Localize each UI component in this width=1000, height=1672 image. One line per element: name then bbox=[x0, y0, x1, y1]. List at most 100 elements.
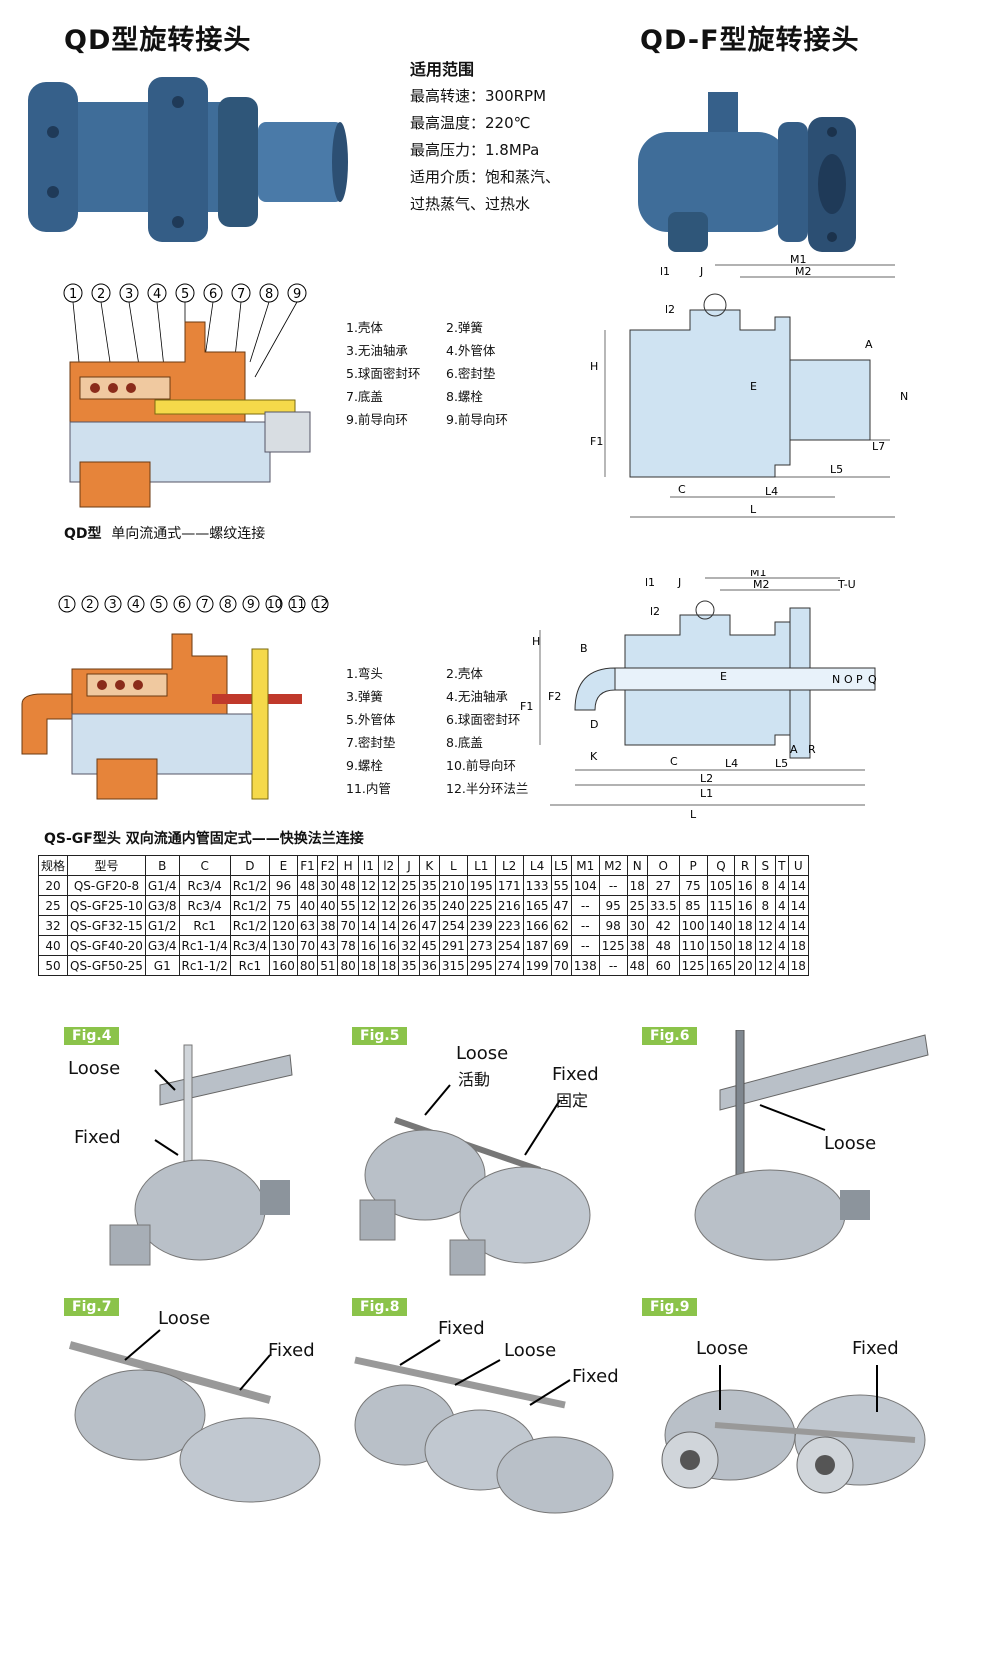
qd-f-dimension-drawing: M1 M2 l1 J l2 H A E N F1 L7 L5 C L4 L bbox=[590, 255, 908, 518]
callout-fixed: Fixed bbox=[572, 1366, 619, 1387]
fig7-illustration bbox=[68, 1329, 321, 1503]
part-label: 2.弹簧 bbox=[446, 320, 483, 335]
dim-label: F2 bbox=[548, 690, 561, 703]
table-cell: 36 bbox=[418, 955, 440, 976]
part-label: 9.前导向环 bbox=[446, 412, 508, 427]
table-header-cell: R bbox=[734, 855, 756, 876]
table-cell: 166 bbox=[522, 915, 552, 936]
table-cell: 96 bbox=[269, 875, 298, 896]
table-cell: 70 bbox=[550, 955, 572, 976]
part-number: 1 bbox=[63, 597, 71, 611]
table-cell: QS-GF50-25 bbox=[67, 955, 146, 976]
table-cell: 35 bbox=[398, 955, 420, 976]
part-number: 2 bbox=[86, 597, 94, 611]
table-header-cell: K bbox=[418, 855, 440, 876]
table-cell: 20 bbox=[37, 875, 69, 896]
table-cell: 120 bbox=[269, 915, 298, 936]
table-header-cell: F1 bbox=[296, 855, 319, 876]
table-cell: 133 bbox=[522, 875, 552, 896]
caption-qd: QD型 单向流通式——螺纹连接 bbox=[64, 523, 265, 543]
dim-label: P bbox=[856, 673, 863, 686]
table-header-cell: l2 bbox=[378, 855, 400, 876]
table-cell: 85 bbox=[678, 895, 708, 916]
table-cell: 25 bbox=[398, 875, 420, 896]
table-cell: 165 bbox=[522, 895, 552, 916]
table-cell: 12 bbox=[754, 955, 776, 976]
dim-label: J bbox=[699, 265, 703, 278]
spec-heading: 适用范围 bbox=[410, 60, 475, 79]
callout-loose: Loose bbox=[824, 1133, 877, 1154]
qd-cross-section: 1 2 3 4 5 6 7 8 9 bbox=[63, 283, 311, 508]
table-cell: 18 bbox=[734, 935, 756, 956]
part-number: 12 bbox=[313, 597, 328, 611]
table-header-cell: F2 bbox=[317, 855, 339, 876]
part-label: 6.密封垫 bbox=[446, 366, 496, 381]
table-cell: 274 bbox=[494, 955, 524, 976]
table-cell: 12 bbox=[357, 875, 380, 896]
table-header-cell: L2 bbox=[494, 855, 524, 876]
callout-loose: Loose bbox=[158, 1308, 211, 1329]
qs-gf-dimension-drawing: M1 M2 l1 J T-U l2 H B E N O P Q F1 F2 D … bbox=[520, 570, 877, 821]
table-cell: 105 bbox=[706, 875, 736, 896]
table-cell: 160 bbox=[269, 955, 298, 976]
table-header-cell: L1 bbox=[466, 855, 496, 876]
table-header-cell: T bbox=[774, 855, 789, 876]
table-cell: 254 bbox=[494, 935, 524, 956]
dim-label: M1 bbox=[790, 255, 807, 266]
part-number: 3 bbox=[125, 287, 133, 302]
table-cell: 18 bbox=[357, 955, 380, 976]
table-cell: 42 bbox=[646, 915, 680, 936]
table-cell: 150 bbox=[706, 935, 736, 956]
table-cell: 18 bbox=[787, 955, 809, 976]
dim-label: l1 bbox=[660, 265, 670, 278]
fig4-illustration bbox=[109, 1044, 293, 1266]
dim-label: Q bbox=[868, 673, 877, 686]
table-cell: 12 bbox=[754, 915, 776, 936]
table-cell: 14 bbox=[787, 895, 809, 916]
table-cell: 165 bbox=[706, 955, 736, 976]
fig9-illustration bbox=[661, 1365, 926, 1494]
part-label: 6.球面密封环 bbox=[446, 712, 521, 727]
dim-label: N bbox=[900, 390, 908, 403]
part-label: 9.前导向环 bbox=[346, 412, 408, 427]
table-cell: 187 bbox=[522, 935, 552, 956]
dim-label: O bbox=[844, 673, 853, 686]
table-cell: Rc1 bbox=[178, 915, 231, 936]
table-cell: 223 bbox=[494, 915, 524, 936]
table-cell: 12 bbox=[357, 895, 380, 916]
table-cell: QS-GF32-15 bbox=[67, 915, 146, 936]
table-cell: 80 bbox=[337, 955, 359, 976]
fig5-illustration bbox=[359, 1084, 591, 1276]
table-cell: 25 bbox=[37, 895, 69, 916]
table-cell: 48 bbox=[626, 955, 648, 976]
table-cell: G1/4 bbox=[144, 875, 180, 896]
table-header-cell: N bbox=[626, 855, 648, 876]
table-cell: 32 bbox=[37, 915, 69, 936]
table-cell: 35 bbox=[418, 895, 440, 916]
part-number: 4 bbox=[132, 597, 140, 611]
table-cell: 216 bbox=[494, 895, 524, 916]
dim-label: C bbox=[678, 483, 686, 496]
table-cell: 38 bbox=[317, 915, 339, 936]
qd-product-image bbox=[28, 77, 348, 242]
fig6-illustration bbox=[694, 1030, 929, 1261]
table-cell: 16 bbox=[734, 875, 756, 896]
table-cell: 60 bbox=[646, 955, 680, 976]
table-cell: 18 bbox=[378, 955, 400, 976]
part-number: 9 bbox=[247, 597, 255, 611]
table-cell: 14 bbox=[787, 915, 809, 936]
callout-loose-cn: 活動 bbox=[458, 1070, 491, 1089]
part-number: 1 bbox=[69, 287, 77, 302]
part-label: 4.无油轴承 bbox=[446, 689, 508, 704]
table-cell: 55 bbox=[550, 875, 572, 896]
caption-qd-text: 单向流通式——螺纹连接 bbox=[111, 526, 266, 542]
table-cell: 315 bbox=[438, 955, 468, 976]
part-label: 1.弯头 bbox=[346, 666, 383, 681]
table-cell: Rc1-1/4 bbox=[178, 935, 231, 956]
dim-label: A bbox=[790, 743, 798, 756]
table-cell: 51 bbox=[317, 955, 339, 976]
